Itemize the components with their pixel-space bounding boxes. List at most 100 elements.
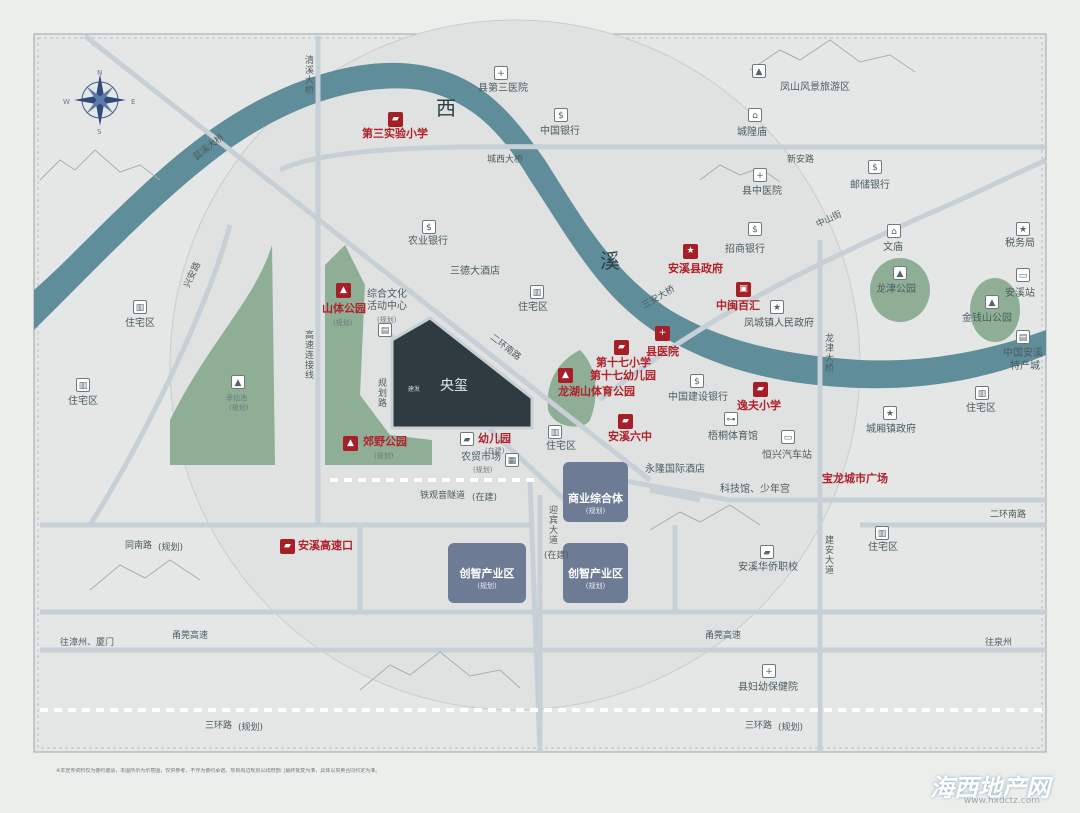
label-yifu: 逸夫小学 <box>737 399 781 412</box>
label-farmers-market: 农贸市场 <box>461 452 501 463</box>
label-tax: 税务局 <box>1005 238 1035 249</box>
label-anxi-hq: 安溪华侨职校 <box>738 562 798 573</box>
residential-icon: ▥ <box>76 378 90 392</box>
road-yingbin: 迎宾大道 <box>547 505 557 545</box>
road-sanhuan1-sub: (规划) <box>238 723 264 733</box>
hospital-icon: + <box>762 664 776 678</box>
label-chengxian-sub: (规划) <box>229 404 249 412</box>
bank-icon: $ <box>554 108 568 122</box>
gov-icon: ★ <box>883 406 897 420</box>
temple-icon: ⌂ <box>887 224 901 238</box>
label-baolong: 宝龙城市广场 <box>822 472 888 485</box>
road-yongwu2: 甬莞高速 <box>705 631 742 641</box>
bank-icon: $ <box>748 222 762 236</box>
exit-icon: ▰ <box>280 539 295 554</box>
park-icon: ▲ <box>893 266 907 280</box>
label-residential5: 住宅区 <box>966 403 996 414</box>
jinshan-park <box>970 278 1020 342</box>
road-yongwu1: 甬莞高速 <box>172 631 209 641</box>
project-block <box>390 316 534 430</box>
school-icon: ▰ <box>753 382 768 397</box>
label-residential1: 住宅区 <box>518 302 548 313</box>
market-icon: ▤ <box>1016 330 1030 344</box>
residential-icon: ▥ <box>548 425 562 439</box>
label-chenghu-gov: 城厢镇政府 <box>866 424 916 435</box>
label-longhu: 龙湖山体育公园 <box>558 385 635 398</box>
label-mountain-sub: (规划) <box>333 319 353 327</box>
zone-commerce-label: 商业综合体 (规划) <box>568 492 623 515</box>
station-icon: ▭ <box>1016 268 1030 282</box>
hospital-icon: + <box>753 168 767 182</box>
planned-roads <box>40 478 1046 712</box>
label-no17k: 第十七幼儿园 <box>590 369 656 382</box>
river-label-xi2: 溪 <box>600 249 620 273</box>
project-brand: 建发 <box>408 386 421 393</box>
zone-ind1-label: 创智产业区 (规划) <box>459 567 515 590</box>
label-county-hosp: 县医院 <box>646 345 679 358</box>
label-fengcheng: 凤城镇人民政府 <box>744 318 814 329</box>
road-gaosu: 高速连接线 <box>303 330 313 380</box>
label-agri-bank: 农业银行 <box>408 236 448 247</box>
zone-ind1 <box>448 543 526 603</box>
label-mountain-park: 山体公园 <box>322 302 366 315</box>
label-meiling: 梧桐体育馆 <box>708 431 758 442</box>
label-kindergarten: 幼儿园 <box>478 432 511 445</box>
label-anxi-special: 中国安溪 <box>1003 348 1043 359</box>
label-third-school: 第三实验小学 <box>362 127 428 140</box>
chengxian-park <box>170 245 275 465</box>
label-culture: 综合文化 <box>367 289 407 300</box>
compass-rose <box>74 74 126 126</box>
road-guihua: 规划路 <box>376 378 386 408</box>
label-fengshan: 凤山风景旅游区 <box>780 82 850 93</box>
label-residential2: 住宅区 <box>125 318 155 329</box>
bus-icon: ▭ <box>781 430 795 444</box>
kindergarten-icon: ▰ <box>460 432 474 446</box>
label-kindergarten-sub: (在建) <box>485 447 505 455</box>
road-tieguan-sub: (在建) <box>472 493 498 503</box>
hospital-red-icon: + <box>655 326 670 341</box>
road-chengxi-bridge: 城西大桥 <box>487 155 524 165</box>
label-residential3: 住宅区 <box>68 396 98 407</box>
residential-icon: ▥ <box>875 526 889 540</box>
residential-icon: ▥ <box>133 300 147 314</box>
river-label-xi: 西 <box>436 96 456 120</box>
label-suburb-sub: (规划) <box>374 452 394 460</box>
road-longjin-bridge: 龙津大桥 <box>823 333 833 373</box>
road-sanhuan2: 三环路 <box>745 721 773 731</box>
road-tieguan: 铁观音隧道 <box>420 491 466 501</box>
road-tongnan: 同南路 <box>125 541 153 551</box>
market-icon: ▦ <box>505 453 519 467</box>
shopping-icon: ▣ <box>736 282 751 297</box>
school-icon: ▰ <box>614 340 629 355</box>
school-icon: ▰ <box>388 112 403 127</box>
hospital-icon: + <box>494 66 508 80</box>
road-to-zhangzhou: 往漳州、厦门 <box>60 638 115 648</box>
longjin-park <box>870 258 930 322</box>
compass-e: E <box>131 98 136 106</box>
government-icon: ★ <box>683 244 698 259</box>
gov-icon: ★ <box>1016 222 1030 236</box>
project-name: 央玺 <box>440 378 468 394</box>
road-to-quanzhou: 往泉州 <box>985 638 1013 648</box>
road-yingbin-sub: (在建) <box>544 551 570 561</box>
road-tongnan-sub: (规划) <box>158 543 184 553</box>
label-anxi-station: 安溪站 <box>1005 288 1035 299</box>
mountain-park <box>325 245 432 465</box>
label-anxi-exit: 安溪高速口 <box>298 539 353 552</box>
road-jianan: 建安大道 <box>823 535 833 575</box>
label-bank-china: 中国银行 <box>540 126 580 137</box>
label-sande: 三德大酒店 <box>450 266 500 277</box>
label-culture-sub: (规划) <box>377 316 397 324</box>
bank-icon: $ <box>868 160 882 174</box>
label-longjin-park: 龙津公园 <box>876 284 916 295</box>
compass-s: S <box>97 128 102 136</box>
bank-icon: $ <box>422 220 436 234</box>
school-icon: ▰ <box>618 414 633 429</box>
label-residential6: 住宅区 <box>868 542 898 553</box>
zone-ind2 <box>563 543 628 603</box>
label-culture2: 活动中心 <box>367 301 407 312</box>
label-anxi6: 安溪六中 <box>608 430 652 443</box>
label-anxi-special2: 特产城 <box>1010 361 1040 372</box>
label-farmers-sub: (规划) <box>473 466 493 474</box>
